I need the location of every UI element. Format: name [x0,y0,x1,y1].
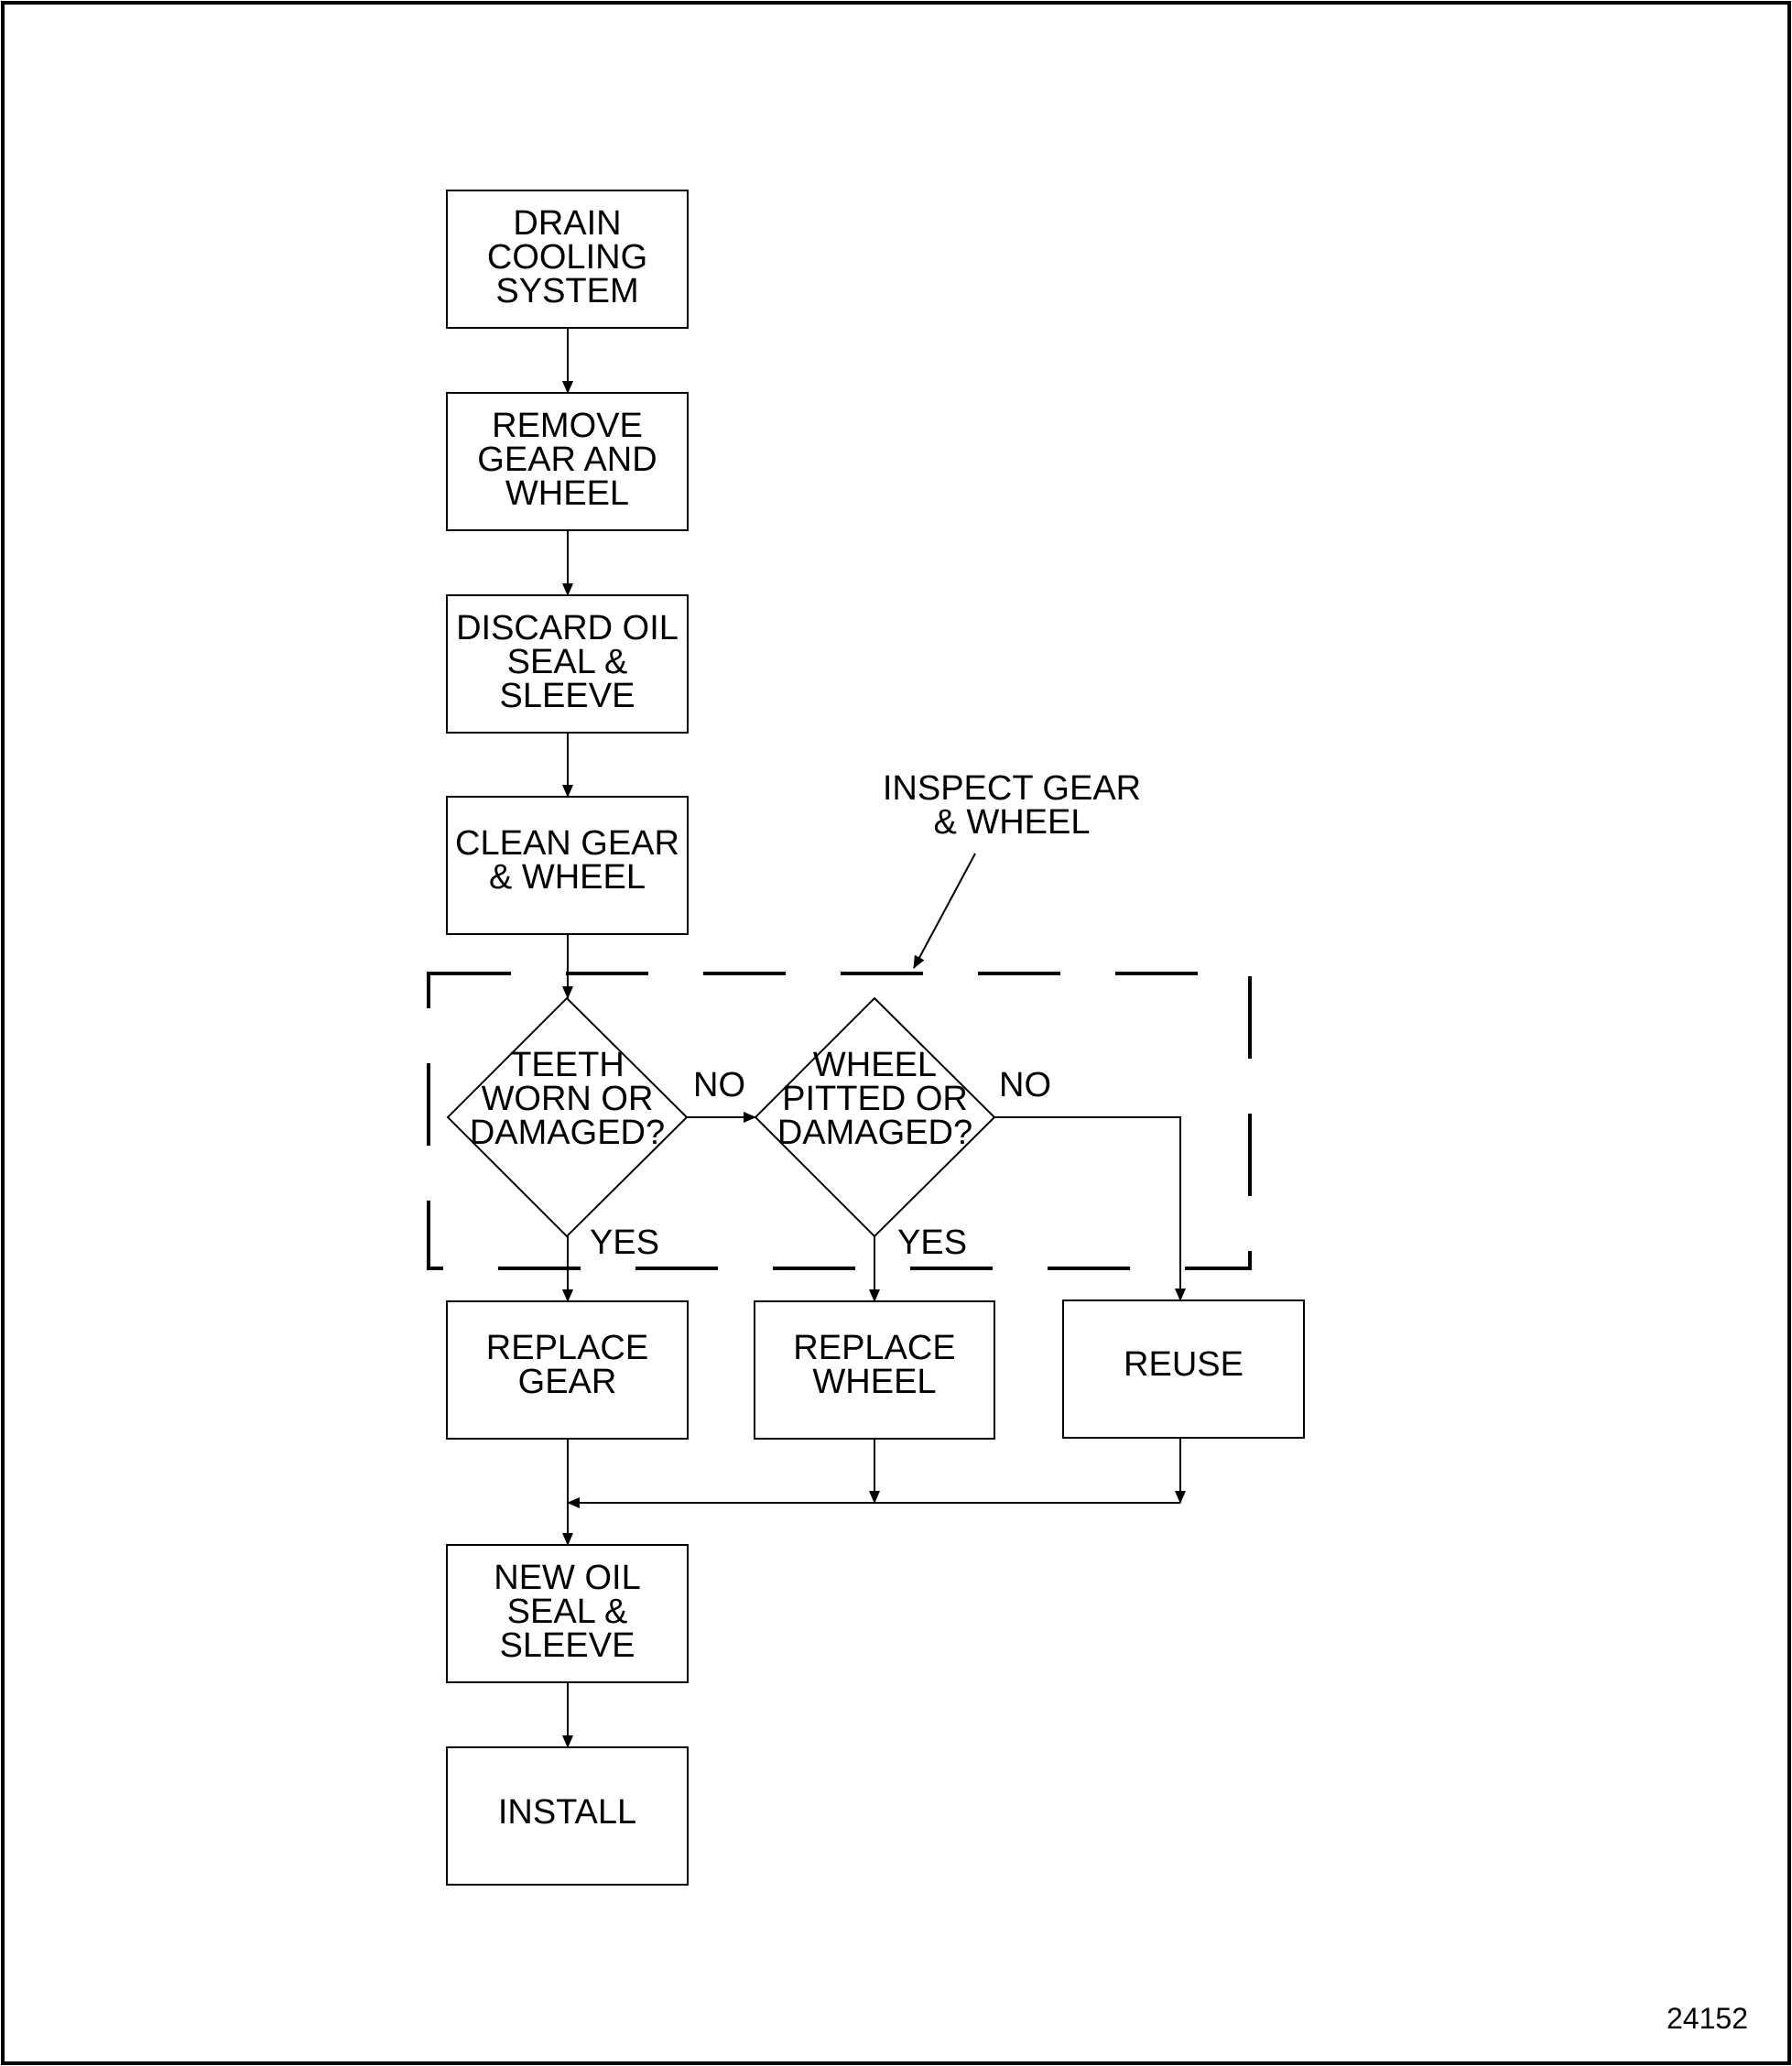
node-replace-gear-label: REPLACE GEAR [485,1329,649,1401]
decision-teeth-label: TEETH WORN OR DAMAGED? [469,1045,666,1152]
edge-teeth-no-label: NO [693,1066,745,1104]
node-install-box [446,1746,689,1886]
node-discard-label: DISCARD OIL SEAL & SLEEVE [456,608,679,715]
node-discard-box [446,594,689,734]
node-drain-label: DRAIN COOLING SYSTEM [486,203,648,310]
figure-number: 24152 [1667,2002,1748,2035]
inspect-group-boundary [427,972,1252,1270]
node-replace-gear-box [446,1300,689,1440]
node-replace-wheel-label: REPLACE WHEEL [793,1329,956,1401]
node-remove-box [446,392,689,531]
edge-wheel-no [994,1116,1186,1301]
node-new-seal-label: NEW OIL SEAL & SLEEVE [494,1558,641,1665]
node-reuse-label: REUSE [1124,1344,1244,1384]
node-clean-box [446,796,689,935]
decision-wheel-label: WHEEL PITTED OR DAMAGED? [777,1045,973,1152]
node-clean-label: CLEAN GEAR & WHEEL [455,824,679,897]
node-replace-wheel-box [754,1300,995,1440]
edge-wheel-yes-label: YES [897,1223,968,1262]
node-drain-box [446,190,689,329]
node-reuse-box [1062,1299,1305,1439]
edge-wheel-no-label: NO [999,1066,1051,1104]
group-callout-leader [913,853,976,969]
inspect-group-label: INSPECT GEAR & WHEEL [882,769,1142,842]
node-remove-label: REMOVE GEAR AND WHEEL [477,406,657,513]
edge-teeth-yes-label: YES [590,1223,660,1262]
node-install-label: INSTALL [497,1792,637,1832]
